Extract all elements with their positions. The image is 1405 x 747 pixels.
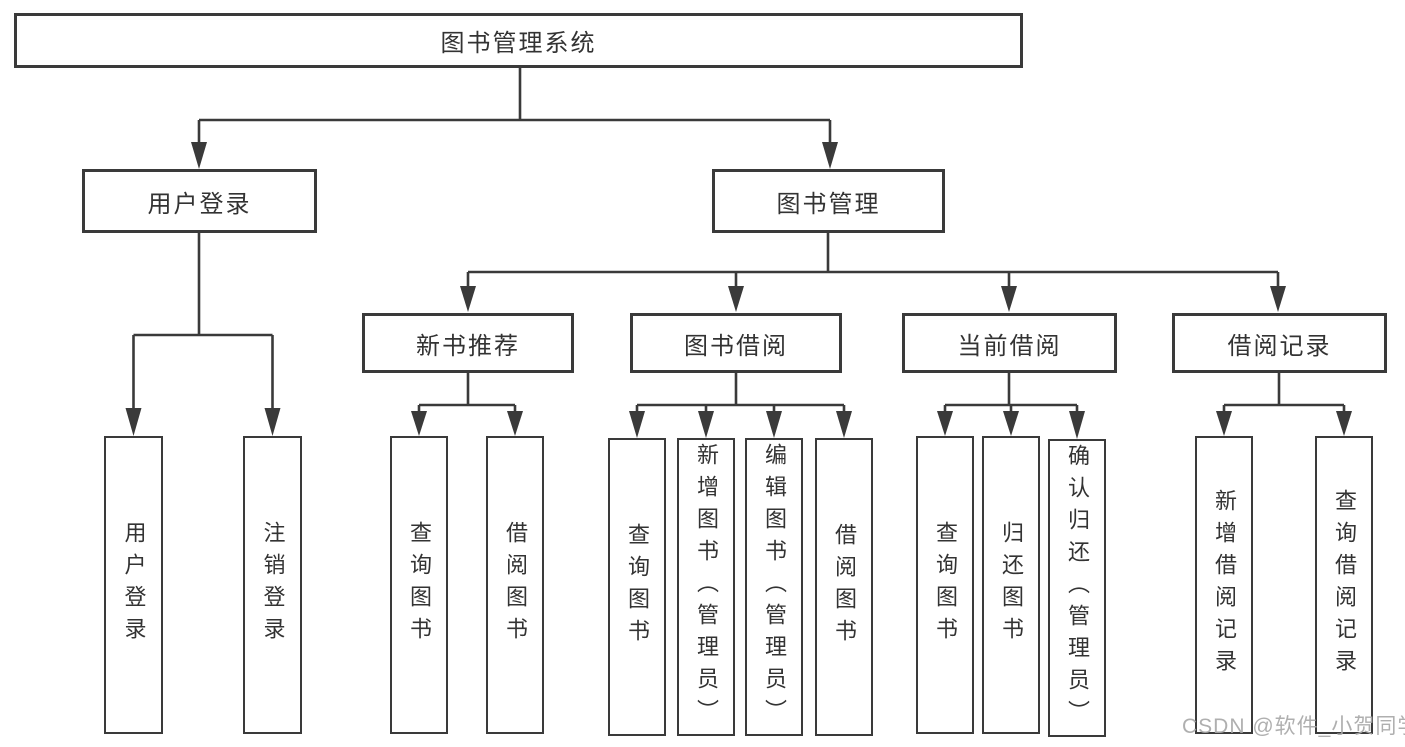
node-current-borrow: 当前借阅: [902, 313, 1117, 373]
node-label: 图书借阅: [684, 332, 788, 360]
node-label: 用户登录: [121, 521, 147, 649]
leaf-query-books-current: 查询图书: [916, 436, 974, 734]
node-label: 确认归还（管理员）: [1065, 444, 1090, 732]
node-label: 当前借阅: [957, 332, 1062, 360]
node-label: 借阅图书: [503, 521, 528, 649]
leaf-borrow-books: 借阅图书: [815, 438, 873, 736]
node-label: 查询图书: [407, 521, 432, 649]
watermark-text: CSDN @软件_小贺同学: [1182, 715, 1405, 738]
leaf-borrow-books-recommend: 借阅图书: [486, 436, 544, 734]
node-label: 查询借阅记录: [1332, 489, 1357, 681]
node-label: 借阅记录: [1227, 332, 1332, 360]
node-label: 图书管理系统: [440, 30, 597, 57]
node-label: 编辑图书（管理员）: [762, 443, 787, 731]
node-label: 用户登录: [147, 190, 252, 218]
leaf-logout: 注销登录: [243, 436, 302, 734]
leaf-edit-book-admin: 编辑图书（管理员）: [745, 438, 803, 736]
node-label: 图书管理: [776, 190, 881, 218]
node-user-login: 用户登录: [82, 169, 317, 233]
node-label: 注销登录: [260, 521, 286, 649]
node-label: 新增图书（管理员）: [694, 443, 719, 731]
node-new-book-recommend: 新书推荐: [362, 313, 574, 373]
node-root: 图书管理系统: [14, 13, 1023, 68]
leaf-add-book-admin: 新增图书（管理员）: [677, 438, 735, 736]
node-label: 借阅图书: [832, 523, 857, 651]
leaf-return-book: 归还图书: [982, 436, 1040, 734]
leaf-user-login: 用户登录: [104, 436, 163, 734]
leaf-confirm-return-admin: 确认归还（管理员）: [1048, 439, 1106, 737]
node-book-borrow: 图书借阅: [630, 313, 842, 373]
node-label: 归还图书: [999, 521, 1024, 649]
node-borrow-records: 借阅记录: [1172, 313, 1387, 373]
node-book-management: 图书管理: [712, 169, 945, 233]
leaf-query-books-borrow: 查询图书: [608, 438, 666, 736]
node-label: 新书推荐: [416, 332, 520, 360]
leaf-query-borrow-record: 查询借阅记录: [1315, 436, 1373, 734]
node-label: 新增借阅记录: [1212, 489, 1237, 681]
leaf-add-borrow-record: 新增借阅记录: [1195, 436, 1253, 734]
arrowheads: [125, 142, 1352, 439]
leaf-query-books-recommend: 查询图书: [390, 436, 448, 734]
node-label: 查询图书: [625, 523, 650, 651]
node-label: 查询图书: [933, 521, 958, 649]
